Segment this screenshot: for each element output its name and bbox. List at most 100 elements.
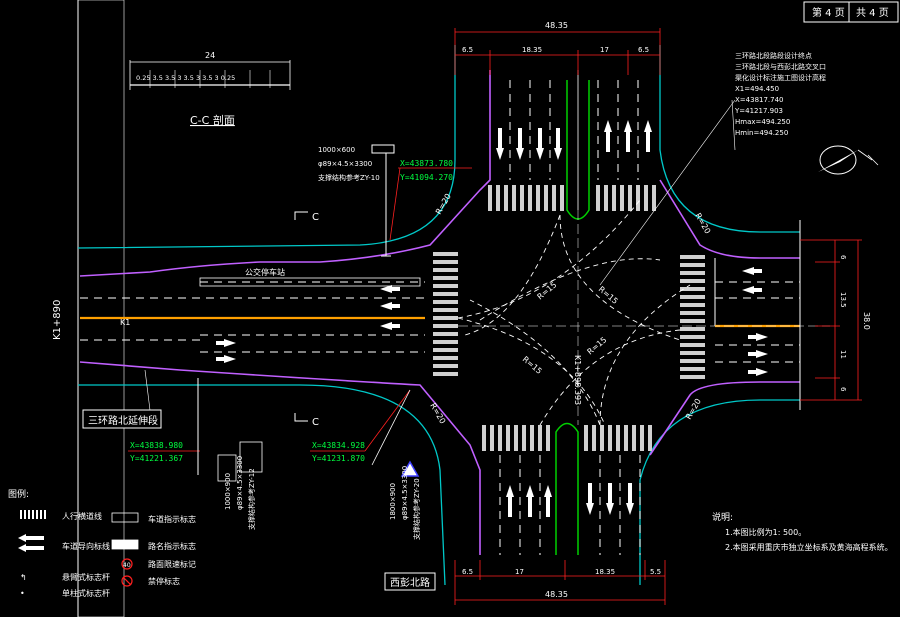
crosswalk-legend-icon xyxy=(20,510,46,519)
south-road-name-box xyxy=(384,572,436,591)
svg-text:R=15: R=15 xyxy=(521,355,544,376)
svg-text:R=15: R=15 xyxy=(597,285,620,306)
svg-text:17: 17 xyxy=(515,568,524,576)
sheet-title-block: 第 4 页 共 4 页 xyxy=(803,1,899,23)
section-mark-bottom: C xyxy=(312,417,319,428)
svg-text:车道指示标志: 车道指示标志 xyxy=(148,514,196,524)
svg-text:6.5: 6.5 xyxy=(462,46,473,54)
section-cc: 24 0.25 3.5 3.5 3 3.5 3 3.5 3 0.25 C-C 剖… xyxy=(129,51,291,127)
svg-text:渠化设计标注施工图设计高程: 渠化设计标注施工图设计高程 xyxy=(735,73,826,82)
bus-stop-box xyxy=(199,277,421,287)
turning-guides xyxy=(457,199,691,426)
section-width: 24 xyxy=(205,51,215,60)
svg-text:•: • xyxy=(20,589,25,598)
svg-text:18.35: 18.35 xyxy=(595,568,615,576)
svg-text:三环路北段路段设计终点: 三环路北段路段设计终点 xyxy=(735,51,812,60)
svg-text:φ89×4.5×3300: φ89×4.5×3300 xyxy=(236,456,244,510)
svg-text:路面限速标记: 路面限速标记 xyxy=(148,559,196,569)
north-arrow-icon xyxy=(818,145,879,175)
west-road-name: 三环路北延伸段 xyxy=(88,414,158,427)
svg-text:支撑结构参考ZY-10: 支撑结构参考ZY-10 xyxy=(318,173,380,182)
page-number: 第 4 页 xyxy=(812,6,845,19)
svg-text:支撑结构参考ZY-12: 支撑结构参考ZY-12 xyxy=(247,468,256,530)
sign-callout-bottom-mid: X=43834.928 Y=41231.870 1800×900 φ89×4.5… xyxy=(310,389,421,540)
svg-text:单柱式标志杆: 单柱式标志杆 xyxy=(62,588,110,598)
svg-text:Y=41094.270: Y=41094.270 xyxy=(400,173,453,182)
svg-text:40: 40 xyxy=(123,562,131,569)
crosswalk-west xyxy=(433,252,458,376)
crosswalk-south xyxy=(482,425,652,451)
svg-text:11: 11 xyxy=(839,350,847,359)
note-2: 2.本图采用重庆市独立坐标系及黄海高程系统。 xyxy=(725,542,893,552)
dim-right-total: 38.0 xyxy=(862,312,871,330)
svg-text:禁停标志: 禁停标志 xyxy=(148,576,180,586)
section-title: C-C 剖面 xyxy=(190,113,235,127)
svg-text:↰: ↰ xyxy=(20,573,27,582)
svg-text:X=43834.928: X=43834.928 xyxy=(312,441,365,450)
lane-sign-legend-icon xyxy=(111,512,139,523)
no-parking-icon xyxy=(121,575,133,587)
note-1: 1.本图比例为1: 500。 xyxy=(725,527,806,537)
svg-text:X=43817.740: X=43817.740 xyxy=(735,96,784,104)
notes-title: 说明: xyxy=(712,511,733,523)
svg-text:Y=41231.870: Y=41231.870 xyxy=(312,454,365,463)
svg-text:X=43838.980: X=43838.980 xyxy=(130,441,183,450)
section-mark-top: C xyxy=(312,212,319,223)
dim-right xyxy=(800,239,862,401)
svg-text:6: 6 xyxy=(839,255,847,260)
svg-text:1000×900: 1000×900 xyxy=(224,473,232,510)
svg-text:1800×900: 1800×900 xyxy=(389,483,397,520)
south-lane-arrows xyxy=(506,483,634,517)
svg-text:6.5: 6.5 xyxy=(638,46,649,54)
svg-text:路名指示标志: 路名指示标志 xyxy=(148,541,196,551)
svg-text:Hmin=494.250: Hmin=494.250 xyxy=(735,129,788,137)
svg-text:13.5: 13.5 xyxy=(839,292,847,308)
svg-text:三环路北段与西彭北路交叉口: 三环路北段与西彭北路交叉口 xyxy=(735,62,826,71)
section-segments: 0.25 3.5 3.5 3 3.5 3 3.5 3 0.25 xyxy=(136,74,235,82)
station-label: K1+890 xyxy=(52,300,63,340)
sign-callout-bottom-left: X=43838.980 Y=41221.367 1000×900 φ89×4.5… xyxy=(128,378,263,530)
south-lanes xyxy=(499,455,641,555)
svg-text:6: 6 xyxy=(839,387,847,392)
east-lanes xyxy=(714,258,800,363)
svg-text:18.35: 18.35 xyxy=(522,46,542,54)
curb-lines xyxy=(77,45,800,586)
svg-text:6.5: 6.5 xyxy=(462,568,473,576)
legend: 图例: 人行横道线 车道导向标线 ↰ 悬臂式标志杆 • 单柱式标志杆 车道指示标… xyxy=(8,488,196,598)
svg-text:φ89×4.5×3300: φ89×4.5×3300 xyxy=(401,466,409,520)
east-lane-arrows xyxy=(742,267,768,376)
legend-title: 图例: xyxy=(8,488,29,500)
svg-text:Y=41221.367: Y=41221.367 xyxy=(130,454,183,463)
north-lane-arrows xyxy=(496,120,652,160)
svg-text:17: 17 xyxy=(600,46,609,54)
svg-text:X=43873.780: X=43873.780 xyxy=(400,159,453,168)
center-chainage: K1+898.393 xyxy=(573,355,582,405)
svg-text:悬臂式标志杆: 悬臂式标志杆 xyxy=(62,572,110,582)
median-south xyxy=(555,422,579,555)
dim-top xyxy=(454,28,661,75)
dim-bottom-total: 48.35 xyxy=(545,590,568,599)
west-lanes xyxy=(80,281,425,353)
radius-nw: R=20 xyxy=(434,192,453,216)
north-lanes xyxy=(509,80,639,180)
total-pages: 共 4 页 xyxy=(856,7,889,19)
svg-text:人行横道线: 人行横道线 xyxy=(62,511,102,521)
dim-bottom xyxy=(454,560,666,605)
speed-limit-icon xyxy=(121,558,133,570)
warning-sign-icon xyxy=(400,460,420,477)
design-note-callout: 三环路北段路段设计终点 三环路北段与西彭北路交叉口 渠化设计标注施工图设计高程 … xyxy=(599,51,826,286)
svg-text:φ89×4.5×3300: φ89×4.5×3300 xyxy=(318,160,372,168)
svg-text:Y=41217.903: Y=41217.903 xyxy=(734,107,783,115)
svg-text:X1=494.450: X1=494.450 xyxy=(735,85,779,93)
road-name-sign-legend-icon xyxy=(111,539,139,550)
svg-text:支撑结构参考ZY-20: 支撑结构参考ZY-20 xyxy=(412,478,421,540)
bus-stop-label: 公交停车站 xyxy=(245,267,285,277)
lane-arrow-legend-icon xyxy=(18,534,44,552)
edge-lines xyxy=(79,70,800,555)
svg-text:Hmax=494.250: Hmax=494.250 xyxy=(735,118,790,126)
svg-text:车道导向标线: 车道导向标线 xyxy=(62,541,110,551)
west-lane-arrows xyxy=(216,285,400,363)
svg-text:1000×600: 1000×600 xyxy=(318,146,355,154)
west-road-name-box xyxy=(82,409,162,429)
